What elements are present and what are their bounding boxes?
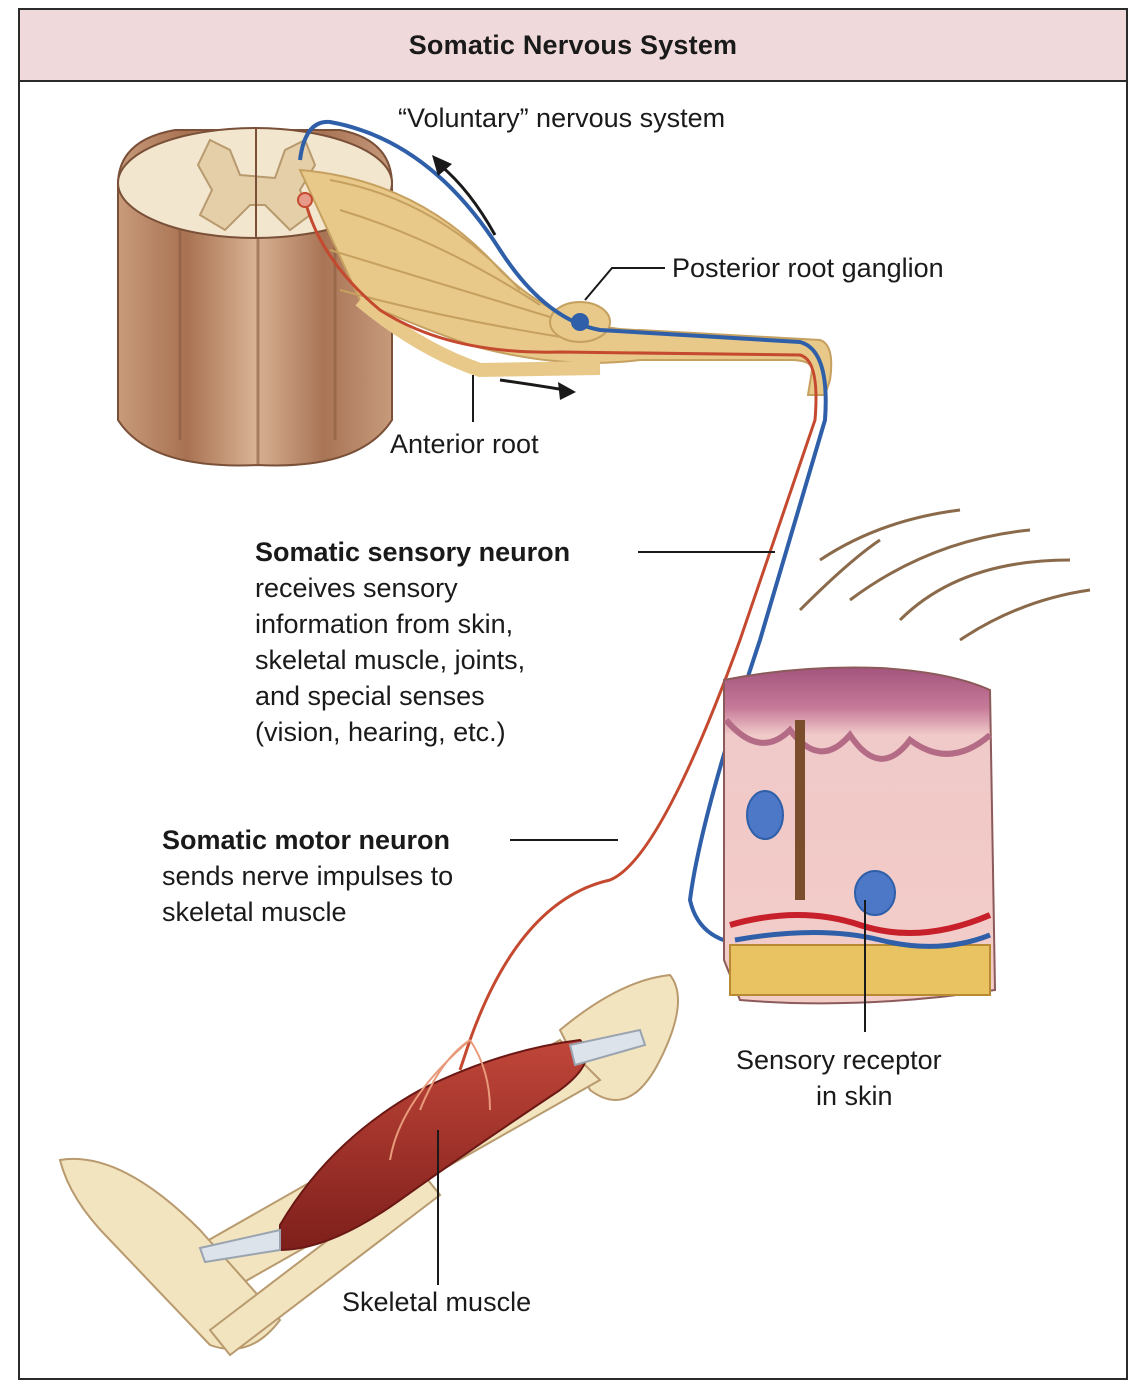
label-sensory-receptor-line-1: Sensory receptor: [736, 1042, 942, 1078]
motor-desc-line-1: sends nerve impulses to: [162, 858, 453, 894]
label-posterior-root-ganglion: Posterior root ganglion: [672, 250, 944, 286]
voluntary-subtitle: “Voluntary” nervous system: [398, 100, 725, 136]
label-sensory-neuron-title: Somatic sensory neuron: [255, 534, 570, 570]
label-motor-neuron-title: Somatic motor neuron: [162, 822, 450, 858]
motor-desc-line-2: skeletal muscle: [162, 894, 347, 930]
label-sensory-receptor-line-2: in skin: [816, 1078, 893, 1114]
sensory-desc-line-1: receives sensory: [255, 570, 458, 606]
label-skeletal-muscle: Skeletal muscle: [342, 1284, 531, 1320]
skin-section: [724, 510, 1090, 1032]
sensory-desc-line-2: information from skin,: [255, 606, 513, 642]
sensory-desc-line-3: skeletal muscle, joints,: [255, 642, 525, 678]
label-anterior-root: Anterior root: [390, 426, 539, 462]
sensory-desc-line-4: and special senses: [255, 678, 485, 714]
sensory-desc-line-5: (vision, hearing, etc.): [255, 714, 506, 750]
